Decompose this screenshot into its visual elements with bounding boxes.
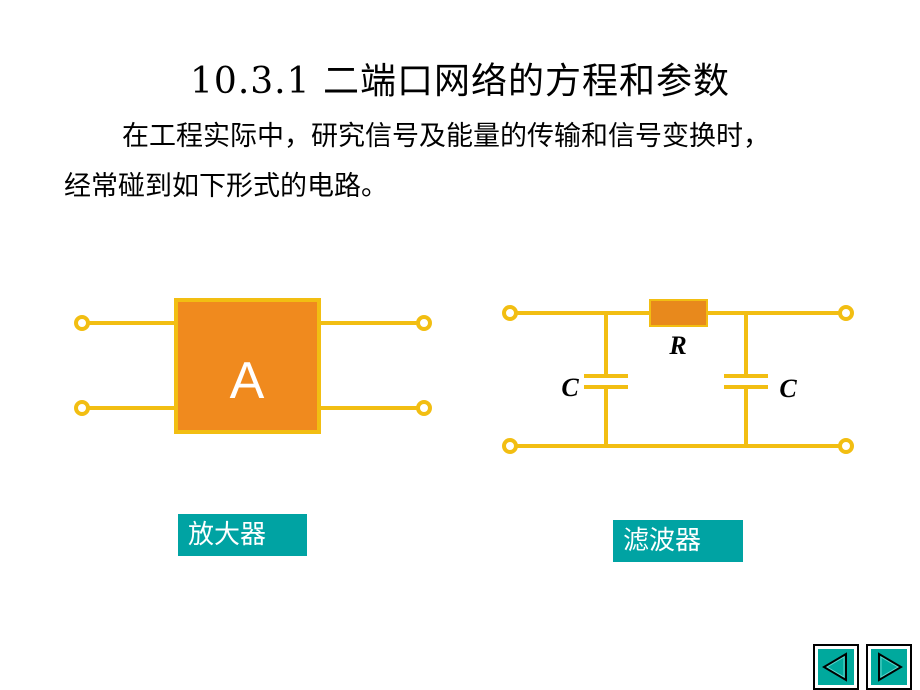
filter-terminal [838, 305, 854, 321]
next-slide-button[interactable] [866, 644, 912, 690]
filter-terminal [838, 438, 854, 454]
amp-terminal [416, 315, 432, 331]
triangle-left-icon [822, 652, 847, 682]
triangle-right-icon [878, 652, 903, 682]
amplifier-caption: 放大器 [178, 514, 307, 556]
amplifier-diagram [74, 298, 432, 434]
resistor-label: R [668, 331, 686, 360]
amp-terminal [416, 400, 432, 416]
previous-slide-button[interactable] [813, 644, 859, 690]
cap-left-label: C [561, 373, 579, 402]
filter-terminal [502, 305, 518, 321]
amplifier-block [174, 298, 321, 434]
slide-title: 10.3.1 二端口网络的方程和参数 [190, 61, 730, 102]
cap-right-label: C [779, 374, 797, 403]
paragraph-line-1: 在工程实际中，研究信号及能量的传输和信号变换时， [122, 121, 770, 152]
filter-terminal [502, 438, 518, 454]
amplifier-block-label: A [230, 352, 265, 410]
intro-paragraph: 在工程实际中，研究信号及能量的传输和信号变换时， 经常碰到如下形式的电路。 [64, 112, 884, 212]
amp-terminal [74, 315, 90, 331]
amp-terminal [74, 400, 90, 416]
resistor [649, 299, 708, 327]
filter-diagram [502, 305, 854, 454]
filter-caption: 滤波器 [613, 520, 743, 562]
paragraph-line-2: 经常碰到如下形式的电路。 [64, 171, 388, 202]
